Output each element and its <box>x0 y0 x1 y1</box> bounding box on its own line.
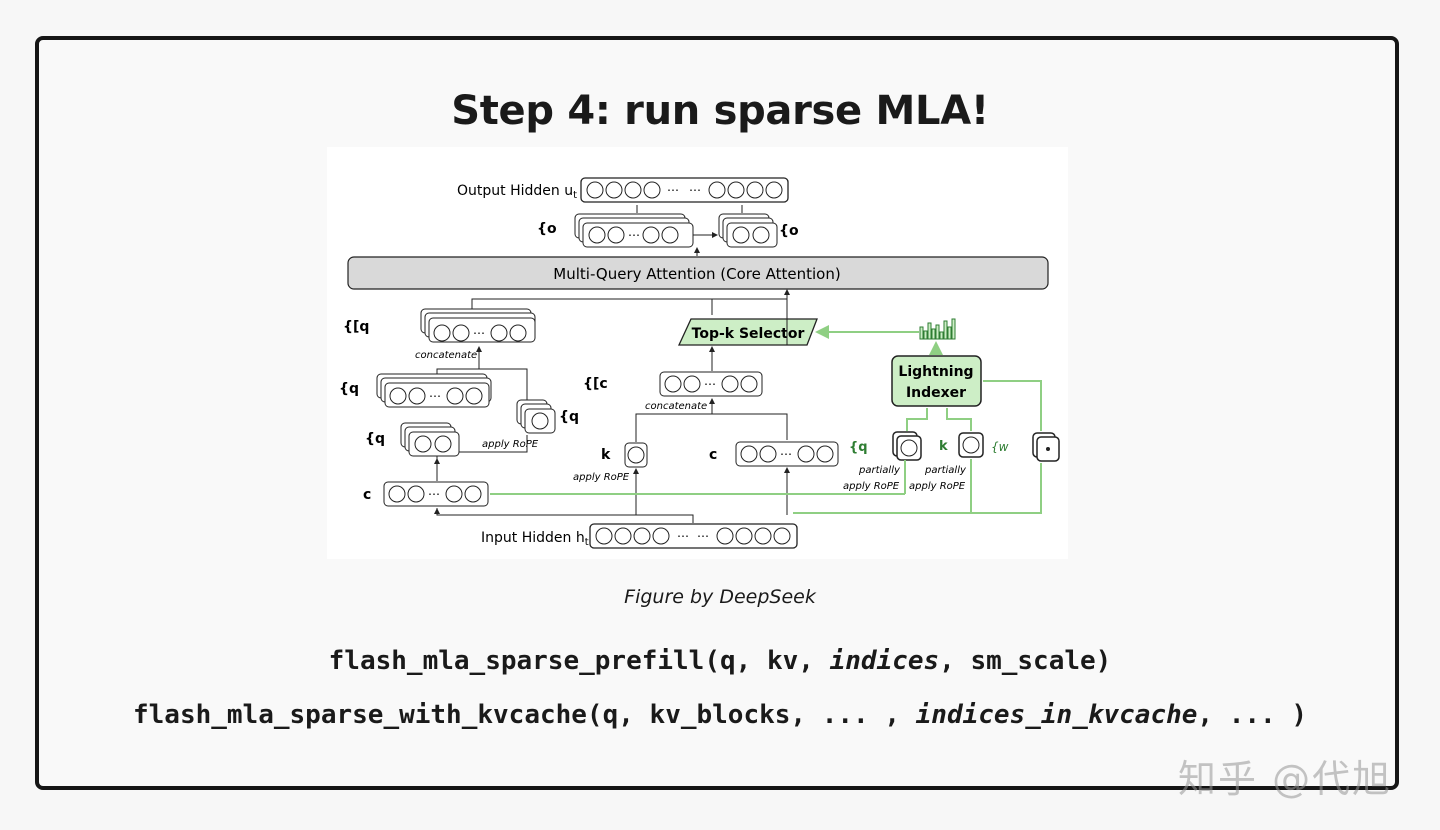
q-concat-symbol: {[q <box>343 319 369 335</box>
core-attention-label: Multi-Query Attention (Core Attention) <box>553 265 840 283</box>
code-fn-kvcache: flash_mla_sparse_with_kvcache(q, kv_bloc… <box>132 700 916 730</box>
svg-text:⋯: ⋯ <box>689 183 701 197</box>
watermark: 知乎 @代旭 <box>1178 757 1393 801</box>
concatenate-label-mid: concatenate <box>645 401 707 412</box>
partially-label-2: partially <box>924 465 967 476</box>
score-histogram-icon <box>919 318 956 340</box>
q-a-symbol: {q <box>339 381 359 397</box>
dsa-diagram: Output Hidden ut ⋯ ⋯ ⋯ {o {o Multi- <box>339 177 1060 549</box>
core-attention-bar <box>347 256 1049 290</box>
o-c-symbol: {o <box>537 221 557 237</box>
code-line-kvcache: flash_mla_sparse_with_kvcache(q, kv_bloc… <box>0 700 1440 730</box>
q-concat-stack: ⋯ <box>420 308 536 343</box>
svg-text:⋯: ⋯ <box>780 447 792 461</box>
figure-caption: Figure by DeepSeek <box>624 586 816 608</box>
svg-text:⋯: ⋯ <box>677 529 689 543</box>
code-rest-kvcache: , ... ) <box>1197 700 1307 730</box>
apply-rope-left: apply RoPE <box>482 439 539 450</box>
svg-text:⋯: ⋯ <box>697 529 709 543</box>
c-q-vector: ⋯ <box>383 481 489 507</box>
svg-text:⋯: ⋯ <box>428 487 440 501</box>
partially-label-1: partially <box>858 465 901 476</box>
o-symbol: {o <box>779 223 799 239</box>
partially-rope-label-2: apply RoPE <box>909 481 966 492</box>
output-hidden-label: Output Hidden ut <box>457 183 577 201</box>
q-a-stack: ⋯ <box>376 373 492 408</box>
indexer-label-1: Lightning <box>898 364 973 380</box>
apply-rope-mid: apply RoPE <box>573 472 630 483</box>
output-hidden-vector: ⋯ ⋯ <box>580 177 789 203</box>
input-hidden-label: Input Hidden ht <box>481 530 589 548</box>
code-rest-prefill: , sm_scale) <box>939 646 1112 676</box>
architecture-figure: Output Hidden ut ⋯ ⋯ ⋯ {o {o Multi- <box>327 147 1068 559</box>
q-i-stack <box>892 431 922 461</box>
lightning-indexer <box>891 355 982 407</box>
code-arg-indices-in-kvcache: indices_in_kvcache <box>915 700 1198 730</box>
topk-selector <box>677 318 818 346</box>
ckv-kr-symbol: {[c <box>583 376 608 392</box>
k-r-symbol: k <box>601 447 611 463</box>
svg-text:⋯: ⋯ <box>628 228 640 242</box>
svg-text:⋯: ⋯ <box>429 389 441 403</box>
c-kv-vector: ⋯ <box>735 441 839 467</box>
svg-text:⋯: ⋯ <box>667 183 679 197</box>
c-kv-symbol: c <box>709 447 717 463</box>
q-i-symbol: {q <box>849 440 868 455</box>
indexer-label-2: Indexer <box>906 385 966 401</box>
q-r-symbol: {q <box>559 409 579 425</box>
code-line-prefill: flash_mla_sparse_prefill(q, kv, indices,… <box>0 646 1440 676</box>
code-fn-prefill: flash_mla_sparse_prefill(q, kv, <box>328 646 830 676</box>
w-i-symbol: {w <box>991 440 1009 454</box>
q-c-symbol: {q <box>365 431 385 447</box>
svg-text:⋯: ⋯ <box>473 326 485 340</box>
partially-rope-label-1: apply RoPE <box>843 481 900 492</box>
svg-text:⋯: ⋯ <box>704 377 716 391</box>
topk-label: Top-k Selector <box>692 326 805 342</box>
ckv-kr-vector: ⋯ <box>659 371 763 397</box>
input-hidden-vector: ⋯ ⋯ <box>589 523 798 549</box>
c-q-symbol: c <box>363 487 371 503</box>
o-c-stack: ⋯ <box>574 213 694 248</box>
q-r-stack <box>516 399 556 434</box>
slide-title: Step 4: run sparse MLA! <box>451 88 989 134</box>
q-c-stack <box>400 422 460 457</box>
w-i-stack <box>1032 432 1060 462</box>
k-i-symbol: k <box>939 439 948 454</box>
code-arg-indices: indices <box>829 646 940 676</box>
o-stack <box>718 213 778 248</box>
concatenate-label-left: concatenate <box>415 350 477 361</box>
